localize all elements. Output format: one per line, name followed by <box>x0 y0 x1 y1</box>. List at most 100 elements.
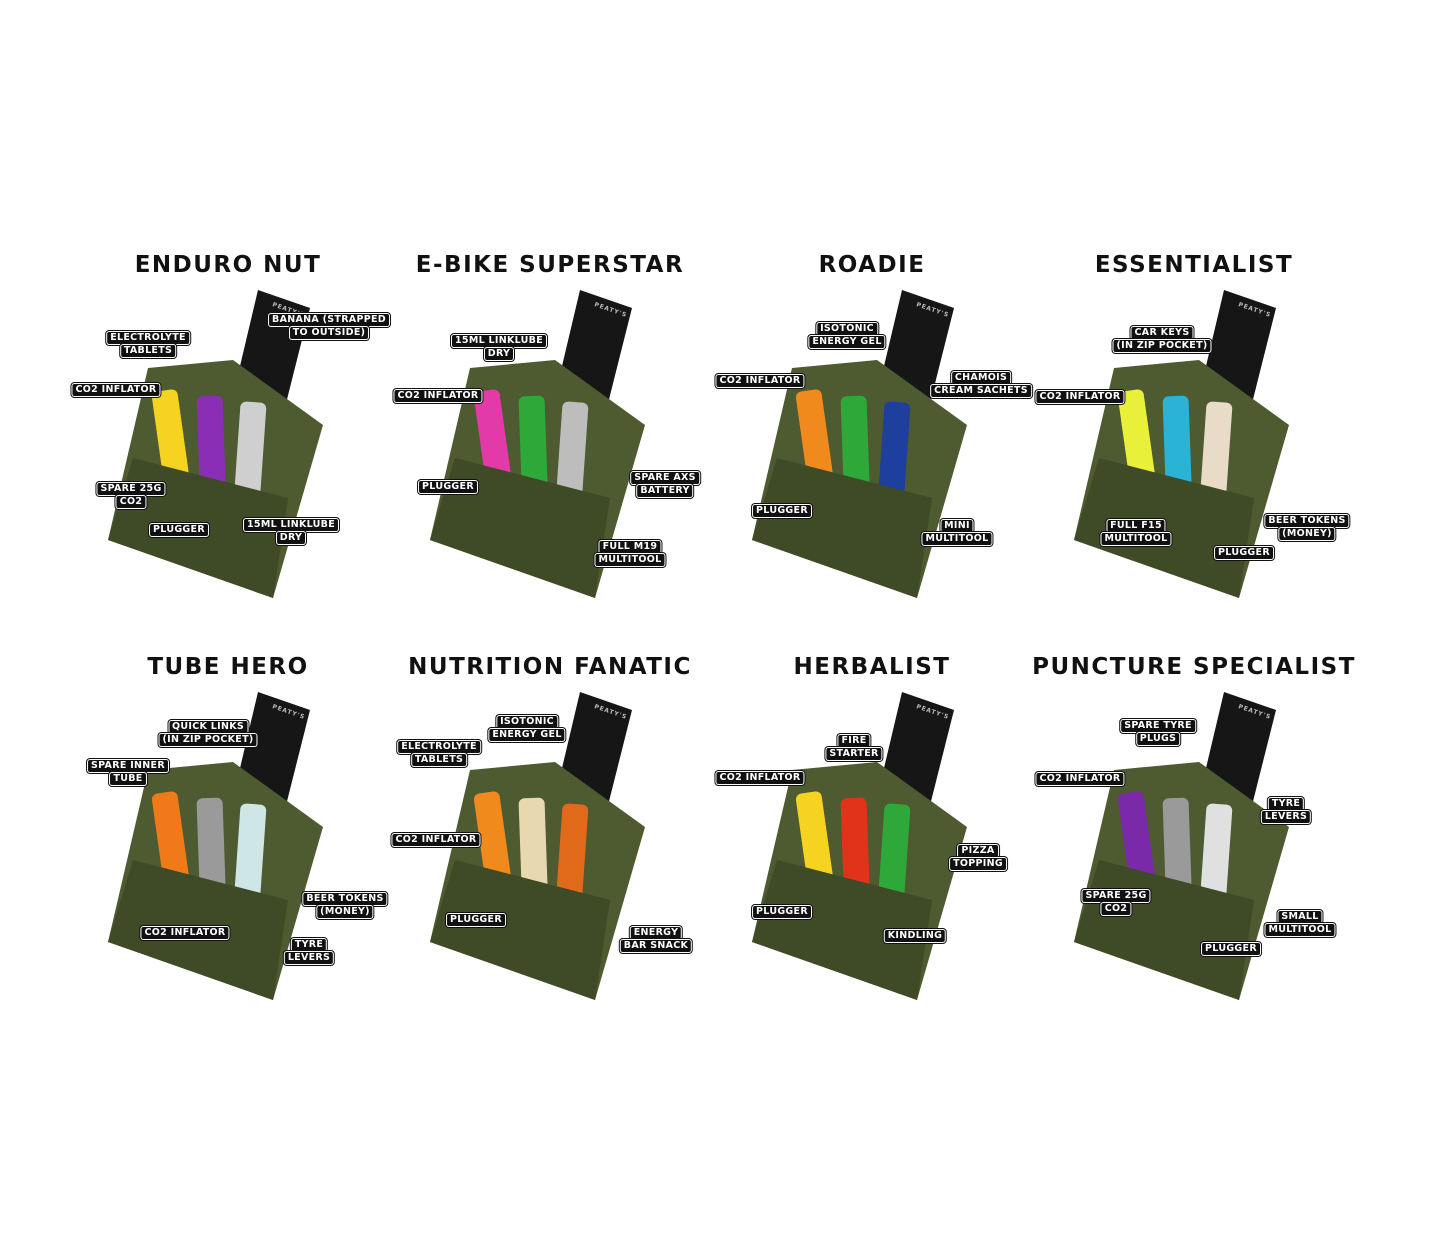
callout-text: PLUGGER <box>1202 943 1260 955</box>
pouch-pocket <box>752 860 932 1000</box>
pouch-item <box>1162 797 1192 899</box>
callout-text: CO2 INFLATOR <box>392 834 480 846</box>
callout-label: CO2 INFLATOR <box>392 834 480 846</box>
callout-text: CO2 <box>1101 903 1131 915</box>
callout-text: CO2 INFLATOR <box>716 772 804 784</box>
callout-text: TABLETS <box>411 754 467 766</box>
callout-text: KINDLING <box>884 930 946 942</box>
callout-label: PLUGGER <box>1215 547 1273 559</box>
callout-text: PLUGGER <box>419 481 477 493</box>
callout-text: CO2 INFLATOR <box>1036 773 1124 785</box>
callout-text: SPARE TYRE <box>1121 720 1195 732</box>
pouch-item <box>234 803 267 905</box>
callout-label: KINDLING <box>884 930 946 942</box>
callout-label: PLUGGER <box>447 914 505 926</box>
callout-text: (MONEY) <box>1279 528 1335 540</box>
pouch-item <box>840 395 870 497</box>
kit-title: ROADIE <box>818 252 926 278</box>
callout-text: ENERGY GEL <box>809 336 885 348</box>
callout-text: PLUGGER <box>1215 547 1273 559</box>
kit-title: E-BIKE SUPERSTAR <box>415 252 685 278</box>
callout-text: MULTITOOL <box>1265 924 1335 936</box>
callout-text: CO2 INFLATOR <box>716 375 804 387</box>
callout-text: CO2 INFLATOR <box>1036 391 1124 403</box>
callout-text: PIZZA <box>958 845 998 857</box>
pouch-item <box>556 803 589 905</box>
kit-title: HERBALIST <box>793 654 951 680</box>
callout-text: PLUGGER <box>753 906 811 918</box>
callout-text: SPARE INNER <box>88 760 168 772</box>
callout-text: ELECTROLYTE <box>107 332 189 344</box>
callout-label: BEER TOKENS(MONEY) <box>303 893 387 918</box>
kit-title: NUTRITION FANATIC <box>408 654 692 680</box>
pouch-item <box>196 395 226 497</box>
pouch-item <box>1200 803 1233 905</box>
callout-label: PLUGGER <box>150 524 208 536</box>
callout-text: PLUGS <box>1136 733 1180 745</box>
callout-text: STARTER <box>826 748 882 760</box>
pouch-item <box>878 401 911 503</box>
callout-text: TUBE <box>110 773 146 785</box>
pouch-item <box>473 791 513 893</box>
pouch-item <box>151 389 191 491</box>
pouch-item <box>795 791 835 893</box>
pouch-item <box>151 791 191 893</box>
callout-label: QUICK LINKS(IN ZIP POCKET) <box>159 721 257 746</box>
pouch-item <box>878 803 911 905</box>
pouch-pocket <box>752 458 932 598</box>
callout-label: PLUGGER <box>753 906 811 918</box>
callout-label: CAR KEYS(IN ZIP POCKET) <box>1113 327 1211 352</box>
callout-label: BEER TOKENS(MONEY) <box>1265 515 1349 540</box>
callout-text: (IN ZIP POCKET) <box>1113 340 1211 352</box>
callout-text: CREAM SACHETS <box>931 385 1031 397</box>
pouch-item <box>196 797 226 899</box>
callout-text: DRY <box>276 532 306 544</box>
callout-text: PLUGGER <box>447 914 505 926</box>
kit-title: ESSENTIALIST <box>1094 252 1294 278</box>
callout-text: QUICK LINKS <box>168 721 248 733</box>
callout-label: CO2 INFLATOR <box>1036 391 1124 403</box>
callout-text: TYRE <box>291 939 327 951</box>
callout-text: 15ML LINKLUBE <box>244 519 338 531</box>
callout-text: ENERGY GEL <box>489 729 565 741</box>
pouch-pocket <box>430 458 610 598</box>
callout-text: BANANA (STRAPPED <box>269 314 389 326</box>
callout-text: CO2 INFLATOR <box>72 384 160 396</box>
callout-text: MINI <box>941 520 973 532</box>
callout-text: SMALL <box>1278 911 1322 923</box>
callout-text: MULTITOOL <box>1101 533 1171 545</box>
callout-text: LEVERS <box>284 952 334 964</box>
callout-text: 15ML LINKLUBE <box>452 335 546 347</box>
pouch-item <box>1200 401 1233 503</box>
callout-text: ISOTONIC <box>497 716 557 728</box>
pouch-item <box>1117 791 1157 893</box>
callout-text: CO2 <box>116 496 146 508</box>
callout-text: CHAMOIS <box>951 372 1011 384</box>
pouch-item <box>518 797 548 899</box>
kit-title: TUBE HERO <box>147 654 309 680</box>
callout-text: MULTITOOL <box>922 533 992 545</box>
callout-text: CO2 INFLATOR <box>141 927 229 939</box>
kit-title: ENDURO NUT <box>134 252 322 278</box>
callout-text: SPARE 25G <box>1082 890 1150 902</box>
callout-label: CO2 INFLATOR <box>716 375 804 387</box>
callout-text: DRY <box>484 348 514 360</box>
callout-text: TO OUTSIDE) <box>289 327 369 339</box>
callout-text: LEVERS <box>1261 811 1311 823</box>
callout-text: (MONEY) <box>317 906 373 918</box>
